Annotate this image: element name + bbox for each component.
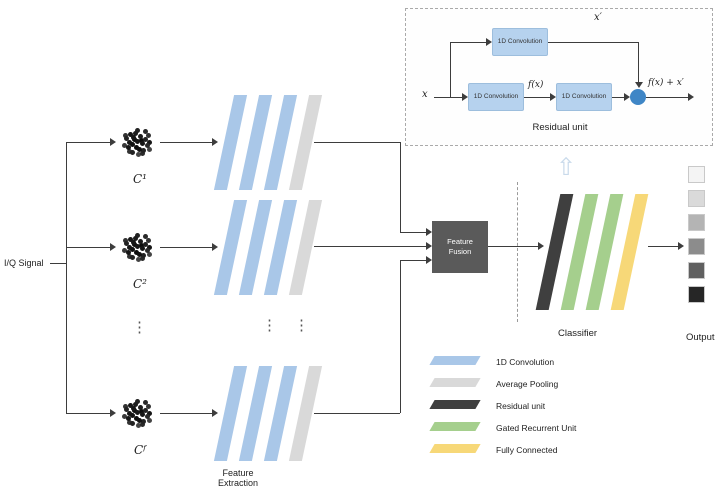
output-cell [688,214,705,231]
constellation-image [118,393,158,433]
connector-line [434,97,466,98]
connector-line [160,413,212,414]
conv-box-2: 1D Convolution [556,83,612,111]
legend-swatch-pooling [429,378,481,387]
arrowhead-icon [678,242,684,250]
stage-divider-dashed-line [517,182,518,322]
connector-line [160,142,212,143]
residual-unit-title: Residual unit [532,122,588,133]
channel-label-1: C¹ [133,172,147,186]
output-label: Output [686,332,715,343]
residual-output-label: f(x) + x′ [648,78,684,88]
legend-label-gru: Gated Recurrent Unit [496,423,577,433]
input-signal-label: I/Q Signal [4,258,44,268]
legend-swatch-fc [429,444,481,453]
connector-line [66,247,110,248]
connector-line [488,246,538,247]
constellation-dots-icon [135,410,140,415]
connector-line [400,142,401,232]
output-cell [688,166,705,183]
constellation-image [118,227,158,267]
channel-label-f: Cᶠ [134,443,146,457]
legend-swatch-residual [429,400,481,409]
connector-line [50,263,66,264]
connector-line [524,97,552,98]
feature-extraction-label: Feature Extraction [217,468,259,488]
conv-box-1: 1D Convolution [468,83,524,111]
arrowhead-icon [110,409,116,417]
arrowhead-icon [538,242,544,250]
legend-label-conv: 1D Convolution [496,357,555,367]
conv-box-identity: 1D Convolution [492,28,548,56]
connector-line [160,247,212,248]
arrowhead-icon [624,93,630,101]
arrowhead-icon [688,93,694,101]
arrowhead-icon [462,93,468,101]
arrowhead-icon [212,243,218,251]
legend-label-fc: Fully Connected [496,445,558,455]
constellation-dots-icon [135,244,140,249]
connector-line [450,42,451,97]
connector-line [314,246,426,247]
arrowhead-icon [426,228,432,236]
connector-line [648,246,678,247]
residual-unit-inset-box [405,8,713,146]
channel-label-2: C² [133,277,147,291]
arrowhead-icon [110,243,116,251]
arrowhead-icon [426,242,432,250]
connector-line [612,97,626,98]
legend-swatch-gru [429,422,481,431]
constellation-image [118,122,158,162]
output-cell [688,238,705,255]
arrowhead-icon [635,82,643,88]
addition-node-icon [630,89,646,105]
arrowhead-icon [212,409,218,417]
fx-label: f(x) [528,80,544,90]
constellation-dots-icon [135,139,140,144]
arrowhead-icon [212,138,218,146]
ellipsis-vertical-icon: ⋮ [294,317,309,334]
connector-line [66,142,110,143]
connector-line [548,42,638,43]
arrowhead-icon [110,138,116,146]
legend-label-residual: Residual unit [496,401,546,411]
connector-line [400,260,401,413]
up-arrow-icon: ⇧ [556,154,577,181]
connector-line [638,42,639,84]
feature-fusion-block: Feature Fusion [432,221,488,273]
arrowhead-icon [426,256,432,264]
legend-swatch-conv [429,356,481,365]
x-prime-label: x′ [594,12,602,23]
connector-line [314,142,400,143]
arrowhead-icon [486,38,492,46]
legend-label-pooling: Average Pooling [496,379,559,389]
connector-line [66,413,110,414]
ellipsis-vertical-icon: ⋮ [132,319,147,336]
ellipsis-vertical-icon: ⋮ [262,317,277,334]
connector-line [400,260,426,261]
output-cell [688,286,705,303]
connector-line [450,42,488,43]
connector-line [400,232,426,233]
classifier-label: Classifier [558,328,598,339]
connector-line [314,413,400,414]
output-cell [688,262,705,279]
connector-line [66,142,67,414]
connector-line [646,97,690,98]
output-cell [688,190,705,207]
residual-input-label: x [422,89,428,100]
arrowhead-icon [550,93,556,101]
